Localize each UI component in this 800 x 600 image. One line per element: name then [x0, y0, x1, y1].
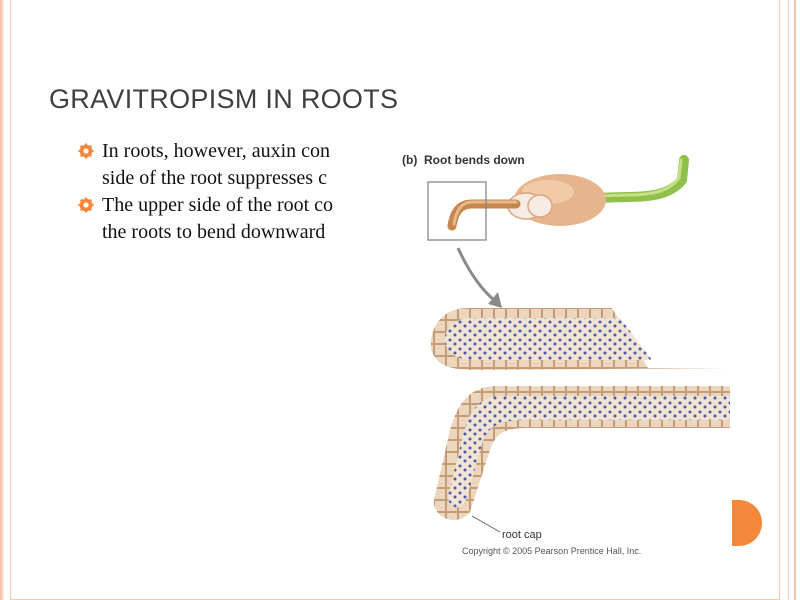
frame-left-band	[0, 0, 4, 600]
root-gravitropism-figure: (b) Root bends down	[398, 140, 730, 562]
frame-right-rule	[788, 0, 789, 600]
panel-title: Root bends down	[424, 153, 525, 167]
bullet-line: In roots, however, auxin con	[102, 140, 331, 162]
gear-bullet-icon	[78, 143, 94, 159]
slide-title: GRAVITROPISM IN ROOTS	[49, 84, 399, 114]
zoom-box	[427, 181, 487, 241]
bullet-list: In roots, however, auxin con side of the…	[78, 138, 778, 246]
bullet-item: The upper side of the root co the roots …	[78, 192, 778, 246]
copyright-text: Copyright © 2005 Pearson Prentice Hall, …	[462, 546, 641, 556]
gear-bullet-icon	[78, 197, 94, 213]
zoom-arrow	[456, 247, 495, 302]
bullet-line: side of the root suppresses c	[102, 167, 327, 189]
bullet-item: In roots, however, auxin con side of the…	[78, 138, 778, 192]
panel-label: (b)	[402, 153, 417, 167]
bullet-line: the roots to bend downward	[102, 221, 326, 243]
root-cap-label: root cap	[502, 529, 542, 541]
bullet-line: The upper side of the root co	[102, 194, 334, 216]
horizontal-root-section	[430, 308, 728, 370]
bent-root-section	[433, 386, 730, 521]
frame-right-rule-thick	[794, 0, 796, 600]
figure-drawing: (b) Root bends down	[402, 153, 730, 556]
shoot	[593, 155, 689, 203]
